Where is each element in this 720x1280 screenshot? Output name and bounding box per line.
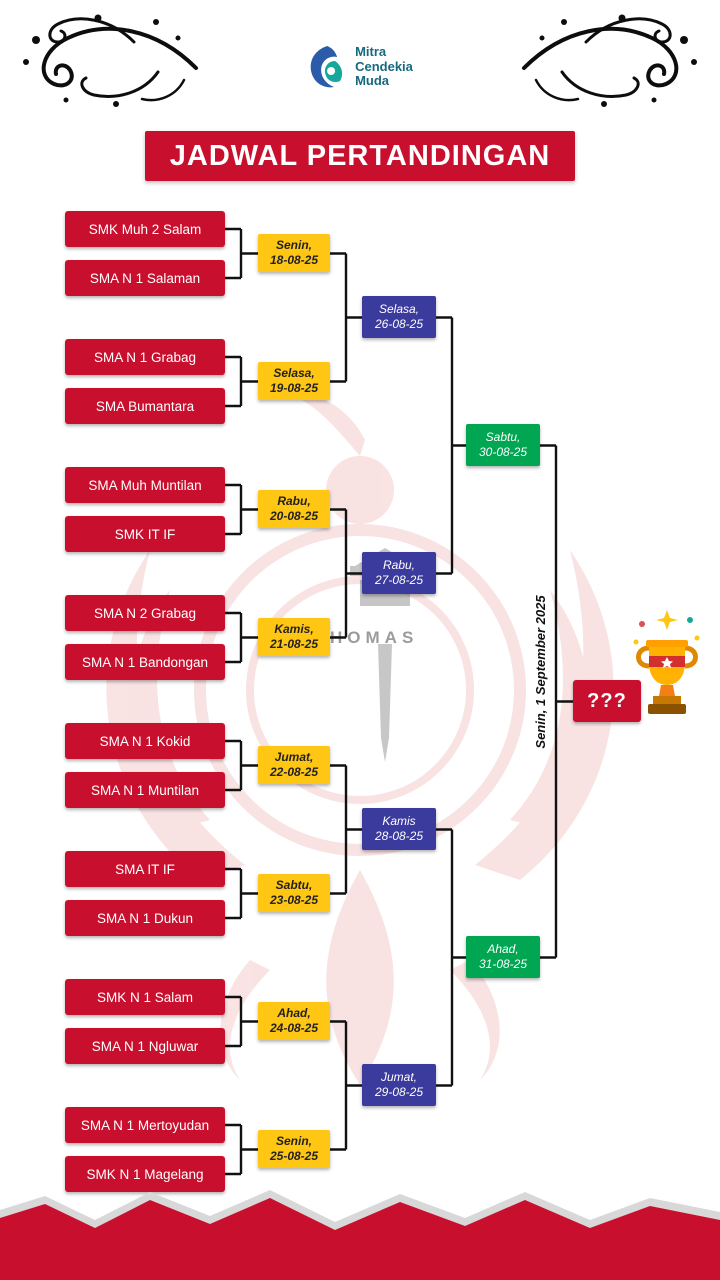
match-date: 26-08-25 [374,317,424,331]
match-date-box: Ahad, 24-08-25 [258,1002,330,1040]
team-box: SMA N 1 Bandongan [65,644,225,680]
match-date-box: Senin, 18-08-25 [258,234,330,272]
logo-line-1: Mitra [355,44,387,60]
semifinal-date-box: Sabtu, 30-08-25 [466,424,540,466]
match-day: Ahad, [277,1006,311,1020]
match-date-box: Kamis, 21-08-25 [258,618,330,656]
champion-box: ??? [573,680,641,722]
match-day: Selasa, [378,302,420,316]
match-day: Sabtu, [485,430,521,444]
match-date: 29-08-25 [374,1085,424,1099]
logo: Mitra Cendekia Muda [307,44,413,90]
flourish-ornament-right [522,14,697,107]
match-day: Senin, [275,238,312,252]
quarterfinal-date-box: Selasa, 26-08-25 [362,296,436,338]
team-box: SMA N 1 Mertoyudan [65,1107,225,1143]
team-box: SMA N 2 Grabag [65,595,225,631]
trophy-icon [633,610,700,714]
logo-line-2: Cendekia [355,58,413,74]
team-box: SMA IT IF [65,851,225,887]
watermark-text: HOMAS [330,628,419,647]
team-box: SMA Bumantara [65,388,225,424]
team-box: SMA N 1 Kokid [65,723,225,759]
logo-line-3: Muda [355,73,390,89]
match-date-box: Sabtu, 23-08-25 [258,874,330,912]
match-date: 27-08-25 [374,573,424,587]
match-day: Selasa, [273,366,315,380]
team-box: SMA N 1 Muntilan [65,772,225,808]
match-date-box: Senin, 25-08-25 [258,1130,330,1168]
team-box: SMA Muh Muntilan [65,467,225,503]
match-day: Ahad, [487,942,519,956]
final-date-label: Senin, 1 September 2025 [533,595,548,749]
flourish-ornament-left [23,14,198,107]
team-box: SMK IT IF [65,516,225,552]
match-date: 28-08-25 [374,829,424,843]
team-box: SMA N 1 Grabag [65,339,225,375]
match-day: Rabu, [382,558,416,572]
match-day: Jumat, [274,750,314,764]
match-date: 24-08-25 [269,1021,319,1035]
team-box: SMK N 1 Magelang [65,1156,225,1192]
team-box: SMA N 1 Ngluwar [65,1028,225,1064]
page-title: JADWAL PERTANDINGAN [145,131,575,181]
match-date: 25-08-25 [269,1149,319,1163]
match-date-box: Rabu, 20-08-25 [258,490,330,528]
match-date: 30-08-25 [478,445,528,459]
match-date: 22-08-25 [269,765,319,779]
match-day: Kamis, [274,622,314,636]
match-date: 23-08-25 [269,893,319,907]
quarterfinal-date-box: Rabu, 27-08-25 [362,552,436,594]
match-date: 19-08-25 [269,381,319,395]
quarterfinal-date-box: Kamis 28-08-25 [362,808,436,850]
logo-text: Mitra Cendekia Muda [355,45,413,89]
match-date: 31-08-25 [478,957,528,971]
torn-paper-edge [0,1190,720,1280]
match-day: Kamis [382,814,416,828]
team-box: SMK Muh 2 Salam [65,211,225,247]
match-date: 20-08-25 [269,509,319,523]
logo-swirl-icon [310,46,343,88]
match-day: Senin, [275,1134,312,1148]
match-date: 21-08-25 [269,637,319,651]
match-date-box: Jumat, 22-08-25 [258,746,330,784]
match-date-box: Selasa, 19-08-25 [258,362,330,400]
semifinal-date-box: Ahad, 31-08-25 [466,936,540,978]
match-day: Jumat, [380,1070,417,1084]
team-box: SMA N 1 Dukun [65,900,225,936]
quarterfinal-date-box: Jumat, 29-08-25 [362,1064,436,1106]
match-day: Rabu, [277,494,311,508]
match-date: 18-08-25 [269,253,319,267]
team-box: SMA N 1 Salaman [65,260,225,296]
team-box: SMK N 1 Salam [65,979,225,1015]
match-day: Sabtu, [275,878,313,892]
